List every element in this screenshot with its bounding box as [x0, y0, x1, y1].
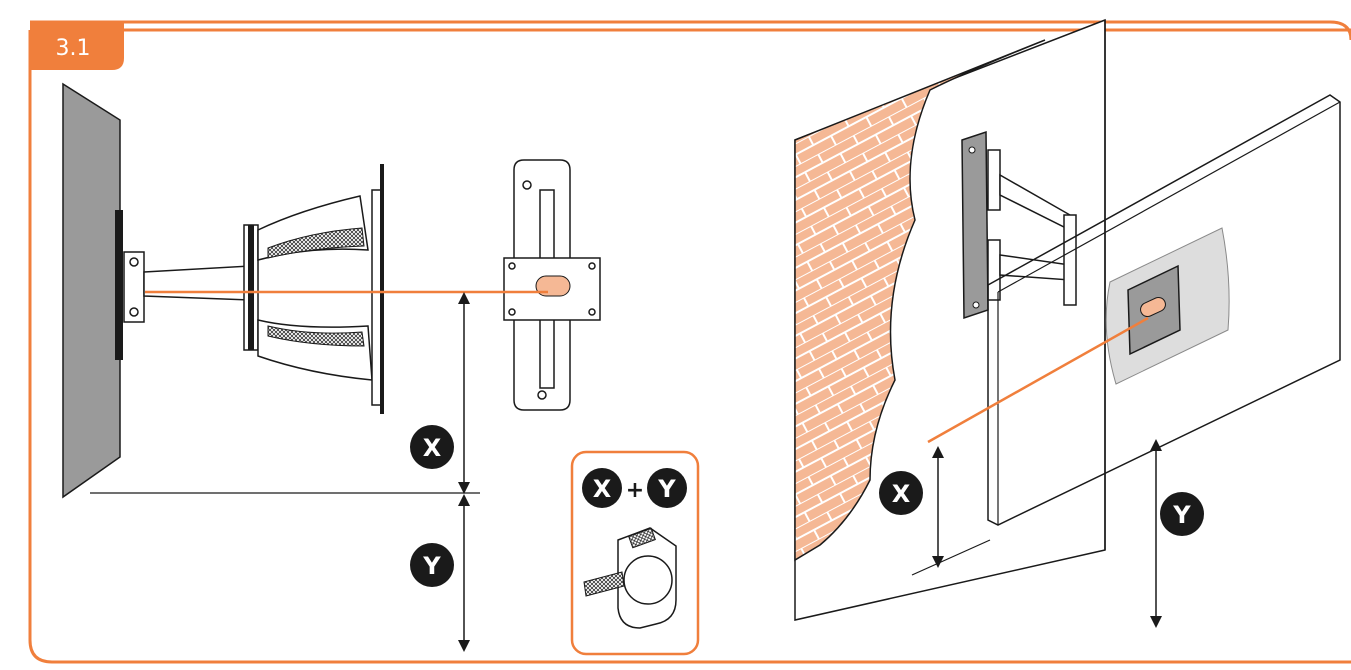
marker-x-right: X: [879, 471, 923, 515]
marker-y-right: Y: [1160, 492, 1204, 536]
plus-sign: +: [626, 478, 644, 503]
svg-text:Y: Y: [422, 552, 441, 580]
marker-y-sum: Y: [647, 468, 687, 508]
tv-screen: [987, 94, 1341, 526]
wall-plate-mounted: [961, 130, 1001, 320]
marker-y-left: Y: [410, 543, 454, 587]
measure-box: X + Y: [570, 450, 700, 656]
tv-panel: [62, 82, 121, 499]
brick-wall: [794, 39, 1046, 562]
svg-text:X: X: [423, 434, 442, 462]
marker-x-sum: X: [582, 468, 622, 508]
svg-text:Y: Y: [657, 475, 676, 503]
perspective-view: X Y: [794, 18, 1341, 628]
side-view: X Y: [62, 82, 601, 652]
svg-text:X: X: [593, 475, 612, 503]
svg-text:X: X: [892, 480, 911, 508]
wall-plate-front: [503, 159, 601, 411]
marker-x-left: X: [410, 425, 454, 469]
tape-measure-icon: [583, 527, 677, 629]
step-tab: 3.1: [30, 22, 124, 70]
svg-text:Y: Y: [1172, 501, 1191, 529]
step-number: 3.1: [56, 36, 91, 61]
height-reference-line-3d: [927, 316, 1149, 444]
